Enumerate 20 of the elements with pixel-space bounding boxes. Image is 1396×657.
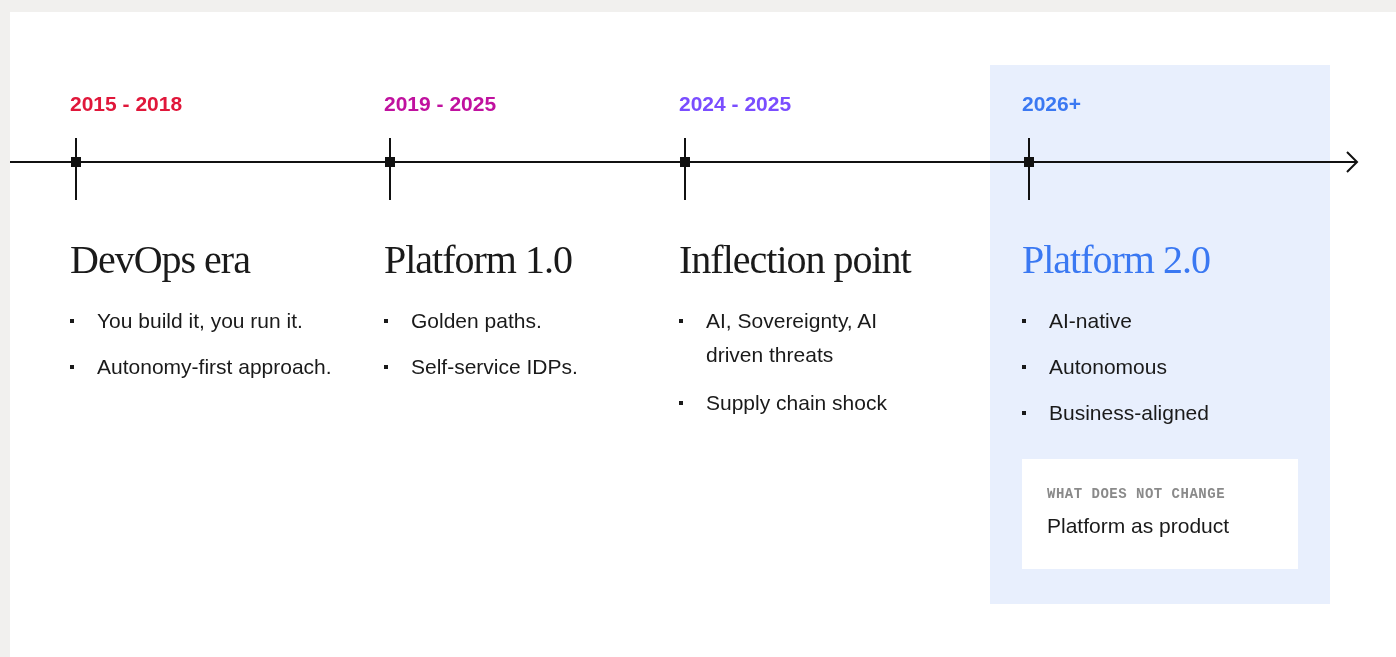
bullet-text: You build it, you run it.	[97, 308, 304, 334]
bullet-text: AI, Sovereignty, AI driven threats	[706, 308, 879, 368]
bullet-text: Autonomous	[1049, 354, 1168, 380]
bullet-text: Supply chain shock	[706, 390, 888, 416]
bullet-text: Autonomy-first approach.	[97, 354, 333, 380]
era-heading: Platform 2.0	[1022, 236, 1210, 283]
date-label: 2026+	[1022, 92, 1081, 116]
bullet-text: AI-native	[1049, 308, 1133, 334]
highlight-panel	[990, 65, 1330, 604]
eyebrow-label: WHAT DOES NOT CHANGE	[1047, 486, 1226, 502]
era-heading: Inflection point	[679, 236, 911, 283]
note-text: Platform as product	[1047, 513, 1230, 539]
era-heading: DevOps era	[70, 236, 250, 283]
bullet-text: Self-service IDPs.	[411, 354, 579, 380]
date-label: 2024 - 2025	[679, 92, 792, 116]
bullet-text: Golden paths.	[411, 308, 543, 334]
date-label: 2019 - 2025	[384, 92, 497, 116]
bullet-text: Business-aligned	[1049, 400, 1210, 426]
date-label: 2015 - 2018	[70, 92, 183, 116]
era-heading: Platform 1.0	[384, 236, 572, 283]
